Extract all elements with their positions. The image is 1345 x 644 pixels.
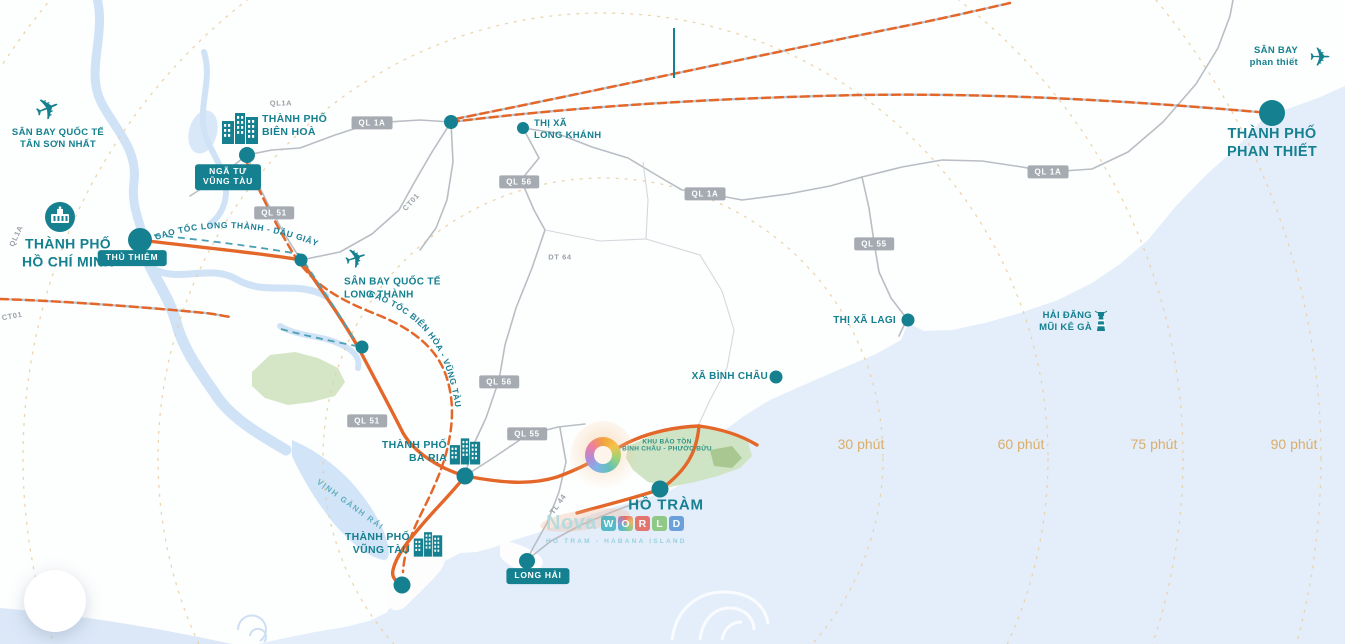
ho-tram-label: HỒ TRÀM [628,496,704,514]
route-branch-ho-tram [659,424,701,491]
wave-decoration-right [670,590,770,641]
dashed-route-underlay [0,1,1259,319]
thu-thiem-badge: THỦ THIÊM [97,250,167,266]
novaworld-logo-tagline: HO TRAM - HABANA ISLAND [546,538,687,545]
dashed-route-phan-thiet [449,93,1260,124]
tan-son-nhat-airport-label: SÂN BAY QUỐC TẾ TÂN SƠN NHẤT [11,127,105,150]
roads-gray [189,0,1234,561]
travel-time-60: 60 phút [997,436,1045,452]
long-khanh-label: THỊ XÃ LONG KHÁNH [534,118,602,141]
thu-thiem-marker [128,228,152,252]
novaworld-logo-tile-d: D [668,516,684,531]
long-khanh-marker [517,122,529,134]
road-badge-ql51-2: QL 51 [347,414,387,428]
hcmc-landmark-icon [44,201,76,233]
ke-ga-lighthouse-label: HẢI ĐĂNG MŨI KÊ GÀ [1039,310,1092,333]
reserve-dark-patch [710,446,742,468]
river-blob [188,110,218,154]
road-badge-ql56-2: QL 56 [479,375,519,389]
wave-decoration-left [236,614,267,643]
route-mid-marker [355,340,369,354]
binh-chau-label: XÃ BÌNH CHÂU [691,370,768,382]
lagi-label: THỊ XÃ LAGI [833,314,896,326]
vung-tau-marker [393,576,411,594]
road-label-ql1a-bien-hoa: QL1A [269,98,293,108]
ba-ria-marker [456,467,474,485]
binh-chau-marker [769,370,783,384]
novaworld-logo: Nova W O R L D HO TRAM - HABANA ISLAND [546,512,687,545]
ganh-rai-bay [292,440,389,560]
ba-ria-city-label: THÀNH PHỐ BÀ RỊA [381,438,447,464]
lagi-marker [901,313,915,327]
phan-thiet-marker [1259,100,1285,126]
province-boundaries [544,161,735,425]
travel-time-75: 75 phút [1130,436,1178,452]
road-badge-ql55-2: QL 55 [507,427,547,441]
phan-thiet-city-label: THÀNH PHỐ PHAN THIẾT [1227,125,1317,160]
phan-thiet-plane-icon: ✈ [1309,42,1331,72]
long-hai-badge: LONG HẢI [506,568,570,584]
route-east-tail [697,424,759,447]
phan-thiet-airport-label: SÂN BAY phan thiết [1249,45,1298,68]
road-badge-ql56-1: QL 56 [499,175,539,189]
dashed-route-north [453,1,1012,121]
long-hai-marker [519,553,535,569]
sea-area [258,86,1345,644]
novaworld-logo-tile-r: R [634,516,650,531]
road-badge-ql1a-1: QL 1A [351,116,393,130]
novaworld-logo-nova: Nova [546,512,597,534]
bien-hoa-buildings-icon [221,112,259,144]
travel-time-90: 90 phút [1270,436,1318,452]
green-area-west [252,352,345,405]
decorative-circle [24,570,86,632]
travel-time-30: 30 phút [837,436,885,452]
bien-hoa-city-label: THÀNH PHỐ BIÊN HOÀ [262,112,328,138]
vung-tau-buildings-icon [413,531,443,557]
vung-tau-city-label: THÀNH PHỐ VŨNG TÀU [344,530,410,556]
novaworld-logo-tile-l: L [651,516,667,531]
road-badge-ql1a-2: QL 1A [684,187,726,201]
long-thanh-airport-label: SÂN BAY QUỐC TẾ LONG THÀNH [344,276,441,301]
route-junction-marker [294,253,308,267]
road-badge-ql55-1: QL 55 [854,237,894,251]
road-badge-ql1a-3: QL 1A [1027,165,1069,179]
road-label-dt64: DT 64 [548,252,572,262]
ba-ria-buildings-icon [449,437,481,465]
nature-reserve-label: KHU BẢO TỒN BÌNH CHÂU - PHƯỚC BỬU [622,438,712,453]
novaworld-logo-tile-o: O [617,516,633,531]
lighthouse-icon [1093,310,1109,332]
ho-tram-marker [651,480,669,498]
novaworld-logo-marker [585,437,621,473]
dashed-route-west [0,297,232,319]
coast-highlight [540,508,630,532]
dau-giay-junction-marker [444,115,458,129]
novaworld-logo-tile-w: W [600,516,616,531]
road-badge-ql51-1: QL 51 [254,206,294,220]
hcmc-city-label: THÀNH PHỐ HỒ CHÍ MINH [22,235,114,270]
bien-hoa-marker [239,147,255,163]
nga-tu-vung-tau-badge: NGÃ TƯ VŨNG TÀU [195,164,261,190]
